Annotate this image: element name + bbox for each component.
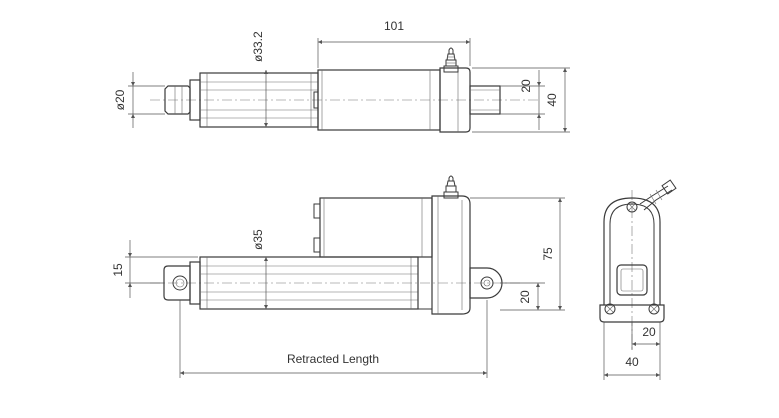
dim-dia-33-2-label: ø33.2 [251,31,265,62]
dim-end-40-label: 40 [625,355,639,369]
top-view: 101 ø33.2 ø20 20 40 [113,19,570,133]
dim-side-20-label: 20 [518,290,532,304]
dim-top-40-label: 40 [545,93,559,107]
retracted-length-label: Retracted Length [287,352,379,366]
dim-dia-35-label: ø35 [251,229,265,250]
side-view: ø35 15 75 20 Retracted Length [111,175,565,378]
dim-101-label: 101 [384,19,404,33]
dim-dia-20-label: ø20 [113,89,127,110]
end-view: 20 40 [599,179,677,380]
dim-top-20-label: 20 [519,79,533,93]
dim-side-75-label: 75 [541,247,555,261]
dim-side-15-label: 15 [111,263,125,277]
dim-end-20-label: 20 [642,325,656,339]
